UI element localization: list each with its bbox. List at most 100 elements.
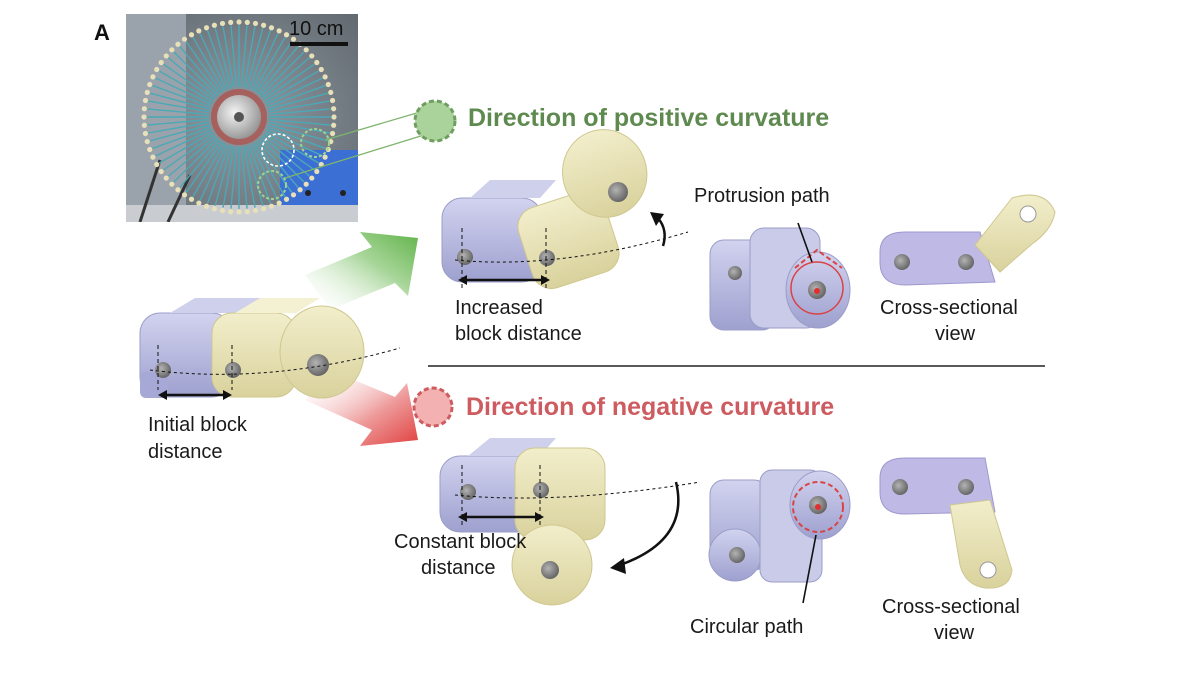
initial-distance-label-line1: Initial block	[148, 414, 247, 436]
wheel-spoke	[155, 129, 213, 157]
wheel-spoke	[268, 108, 331, 116]
zoom-line-lower	[284, 134, 425, 179]
wheel-block	[144, 89, 150, 96]
cross-section-positive-model	[879, 194, 1056, 286]
wheel-spoke	[214, 145, 232, 207]
cross-section-top-label-line2: view	[935, 323, 976, 345]
wheel-spoke	[147, 118, 210, 126]
wheel-block	[169, 181, 175, 187]
wheel-spoke	[206, 30, 230, 90]
negative-curvature-heading: Direction of negative curvature	[466, 393, 835, 421]
wheel-block	[211, 206, 218, 212]
wheel-block	[297, 187, 303, 193]
wheel-block	[150, 74, 156, 80]
wheel-spoke	[214, 27, 232, 89]
wheel-block	[196, 200, 202, 206]
wheel-spoke	[246, 145, 264, 207]
wheel-spoke	[257, 46, 299, 95]
wheel-block	[142, 97, 149, 104]
wheel-block	[322, 154, 328, 160]
wheel-block	[331, 114, 337, 120]
wheel-spoke	[222, 146, 235, 208]
scale-bar-label: 10 cm	[289, 18, 344, 40]
wheel-spoke	[259, 51, 305, 97]
wheel-block	[276, 200, 282, 206]
wheel-block	[228, 209, 234, 215]
wheel-spoke	[261, 135, 310, 177]
wheel-block	[219, 207, 226, 214]
positive-curvature-icon	[413, 99, 457, 143]
cross-section-negative-model	[879, 457, 1013, 589]
wheel-spoke	[222, 26, 235, 88]
wheel-spoke	[147, 108, 210, 116]
wheel-spoke	[268, 118, 331, 126]
wheel-block	[252, 207, 259, 214]
wheel-block	[331, 122, 337, 128]
wheel-spoke	[148, 100, 210, 113]
initial-joint-model	[139, 298, 401, 400]
wheel-block	[236, 19, 242, 25]
wheel-block	[163, 175, 169, 181]
zoom-line-upper	[324, 111, 421, 141]
protrusion-path-label: Protrusion path	[694, 185, 830, 207]
cross-section-bottom-label-line1: Cross-sectional	[882, 596, 1020, 618]
negative-curvature-icon	[412, 386, 454, 428]
wheel-block	[309, 53, 315, 59]
cross-section-top-label-line1: Cross-sectional	[880, 297, 1018, 319]
wheel-block	[163, 53, 169, 59]
wheel-block	[309, 175, 315, 181]
negative-curvature-model	[439, 438, 701, 606]
wheel-spoke	[264, 131, 320, 164]
wheel-block	[141, 106, 147, 112]
wheel-spoke	[268, 100, 330, 113]
wheel-block	[141, 114, 147, 120]
wheel-spoke	[149, 124, 211, 142]
wheel-block	[260, 206, 267, 212]
wheel-block	[203, 25, 210, 31]
wheel-block	[290, 36, 297, 42]
wheel-spoke	[248, 30, 272, 90]
wheel-spoke	[173, 137, 219, 183]
wheel-spoke	[243, 146, 256, 208]
constant-distance-label-line2: distance	[421, 557, 496, 579]
wheel-block	[276, 28, 282, 34]
wheel-block	[236, 209, 242, 215]
positive-curvature-model	[441, 129, 689, 290]
wheel-block	[290, 192, 297, 198]
wheel-spoke	[263, 133, 315, 171]
wheel-spoke	[263, 63, 315, 101]
wheel-block	[175, 41, 181, 47]
wheel-spoke	[265, 77, 323, 105]
wheel-block	[325, 81, 331, 88]
wheel-spoke	[158, 70, 214, 103]
wheel-spoke	[168, 135, 217, 177]
wheel-spoke	[168, 57, 217, 99]
positive-direction-arrow	[305, 232, 418, 310]
wheel-block	[181, 36, 188, 42]
wheel-spoke	[158, 131, 214, 164]
wheel-block	[283, 196, 290, 202]
wheel-spoke	[267, 92, 329, 110]
wheel-block	[328, 89, 334, 96]
wheel-spoke	[230, 146, 238, 209]
wheel-spoke	[199, 33, 227, 91]
increased-distance-label-line2: block distance	[455, 323, 582, 345]
panel-letter: A	[94, 20, 110, 45]
wheel-block	[228, 19, 234, 25]
wheel-spoke	[185, 141, 223, 193]
wheel-spoke	[163, 63, 215, 101]
wheel-spoke	[152, 126, 212, 150]
wheel-block	[147, 81, 153, 88]
wheel-spoke	[192, 142, 225, 198]
protrusion-path-model	[709, 222, 851, 331]
wheel-block	[283, 32, 290, 38]
positive-curvature-heading: Direction of positive curvature	[468, 104, 830, 132]
circular-path-model	[708, 469, 851, 604]
wheel-block	[268, 25, 275, 31]
wheel-spoke	[199, 143, 227, 201]
wheel-block	[318, 66, 324, 73]
wheel-spoke	[179, 46, 221, 95]
wheel-block	[150, 154, 156, 160]
